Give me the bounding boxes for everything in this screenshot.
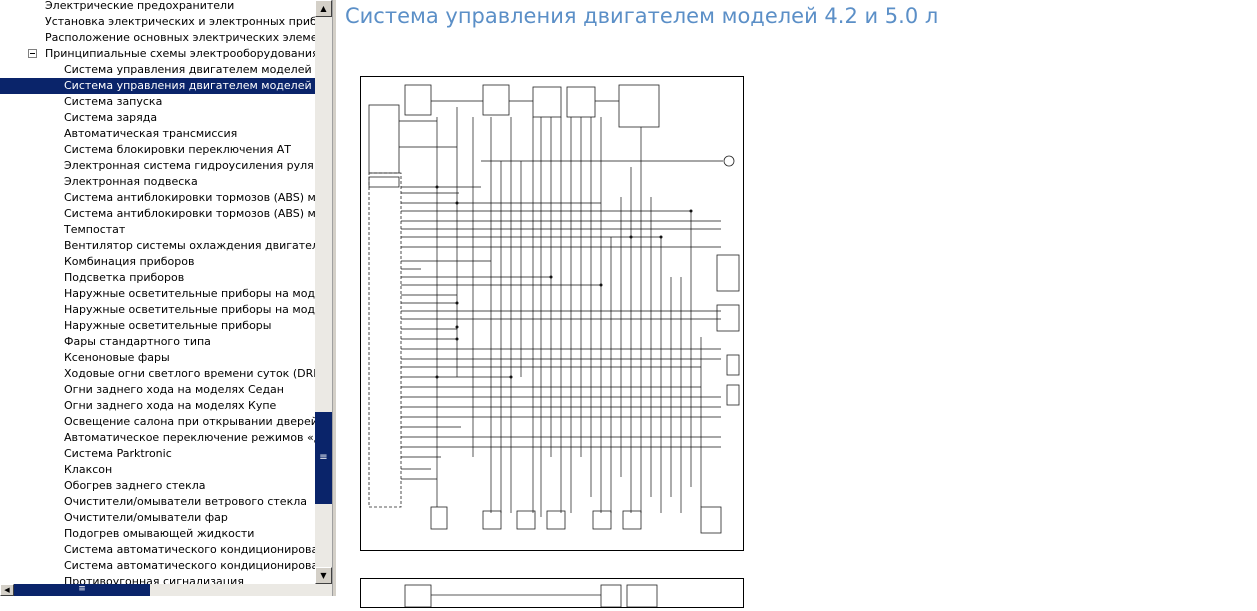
tree-item[interactable]: Очистители/омыватели фар	[0, 510, 315, 526]
tree-item[interactable]: Установка электрических и электронных пр…	[0, 14, 315, 30]
tree-item-label: Электрические предохранители	[45, 0, 235, 12]
tree-item[interactable]: Система заряда	[0, 110, 315, 126]
tree-item-label: Система антиблокировки тормозов (ABS) мо…	[64, 191, 315, 204]
scroll-down-button[interactable]: ▼	[315, 567, 332, 584]
tree-item[interactable]: Автоматическое переключение режимов «ден…	[0, 430, 315, 446]
tree-item-label: Клаксон	[64, 463, 113, 476]
tree-item[interactable]: Расположение основных электрических элем…	[0, 30, 315, 46]
tree-item[interactable]: Система Parktronic	[0, 446, 315, 462]
tree-item[interactable]: Очистители/омыватели ветрового стекла	[0, 494, 315, 510]
tree-item-label: Автоматическое переключение режимов «ден…	[64, 431, 315, 444]
tree-item[interactable]: Система автоматического кондиционировани…	[0, 542, 315, 558]
tree-item[interactable]: Освещение салона при открывании дверей	[0, 414, 315, 430]
tree-item[interactable]: Принципиальные схемы электрооборудования	[0, 46, 315, 62]
tree-item[interactable]: Ксеноновые фары	[0, 350, 315, 366]
tree-item-label: Принципиальные схемы электрооборудования	[45, 47, 315, 60]
pane-splitter[interactable]	[332, 0, 336, 596]
tree-item-label: Фары стандартного типа	[64, 335, 211, 348]
tree-item-label: Система блокировки переключения АТ	[64, 143, 292, 156]
tree-item-label: Система управления двигателем моделей 4.…	[64, 79, 315, 92]
wiring-diagram	[360, 76, 744, 551]
tree-item[interactable]: Электрические предохранители	[0, 0, 315, 14]
tree-item[interactable]: Темпостат	[0, 222, 315, 238]
tree-item-label: Вентилятор системы охлаждения двигателя	[64, 239, 315, 252]
tree-item[interactable]: Автоматическая трансмиссия	[0, 126, 315, 142]
tree-item-label: Ксеноновые фары	[64, 351, 170, 364]
tree-item-label: Подсветка приборов	[64, 271, 185, 284]
horizontal-scroll-thumb[interactable]: ≡	[14, 584, 150, 596]
tree-item-label: Противоугонная сигнализация	[64, 575, 244, 584]
tree-item-label: Очистители/омыватели ветрового стекла	[64, 495, 307, 508]
tree-item[interactable]: Комбинация приборов	[0, 254, 315, 270]
tree-item[interactable]: Наружные осветительные приборы	[0, 318, 315, 334]
tree-item[interactable]: Электронная подвеска	[0, 174, 315, 190]
tree-item-label: Ходовые огни светлого времени суток (DRL…	[64, 367, 315, 380]
tree-item[interactable]: Противоугонная сигнализация	[0, 574, 315, 584]
tree-item[interactable]: Ходовые огни светлого времени суток (DRL…	[0, 366, 315, 382]
tree-item-label: Система Parktronic	[64, 447, 172, 460]
tree-item-label: Система запуска	[64, 95, 163, 108]
tree-item-label: Темпостат	[64, 223, 126, 236]
tree-item[interactable]: Система блокировки переключения АТ	[0, 142, 315, 158]
tree-item-label: Расположение основных электрических элем…	[45, 31, 315, 44]
tree-item[interactable]: Система запуска	[0, 94, 315, 110]
tree-item-label: Система заряда	[64, 111, 158, 124]
tree-item-label: Электронная система гидроусиления руля	[64, 159, 314, 172]
collapse-toggle-icon[interactable]	[28, 49, 37, 58]
tree-item-label: Электронная подвеска	[64, 175, 198, 188]
tree-item[interactable]: Фары стандартного типа	[0, 334, 315, 350]
scroll-up-button[interactable]: ▲	[315, 0, 332, 17]
tree-item[interactable]: Система антиблокировки тормозов (ABS) мо…	[0, 206, 315, 222]
tree-item-label: Система антиблокировки тормозов (ABS) мо…	[64, 207, 315, 220]
wiring-diagram-next-drawing	[404, 584, 658, 608]
tree-horizontal-scrollbar[interactable]: ◀ ≡	[0, 584, 332, 596]
wiring-diagram-drawing	[368, 84, 740, 534]
tree-item-label: Огни заднего хода на моделях Купе	[64, 399, 277, 412]
tree-item[interactable]: Электронная система гидроусиления руля	[0, 158, 315, 174]
tree-item[interactable]: Система управления двигателем моделей 3.…	[0, 62, 315, 78]
scroll-thumb[interactable]: ≡	[315, 412, 332, 504]
tree-item-label: Наружные осветительные приборы на моделя…	[64, 303, 315, 316]
tree-item-label: Комбинация приборов	[64, 255, 195, 268]
tree-item-label: Подогрев омывающей жидкости	[64, 527, 255, 540]
tree-item[interactable]: Огни заднего хода на моделях Седан	[0, 382, 315, 398]
tree-item[interactable]: Обогрев заднего стекла	[0, 478, 315, 494]
tree-item[interactable]: Наружные осветительные приборы на моделя…	[0, 286, 315, 302]
tree-item-selected[interactable]: Система управления двигателем моделей 4.…	[0, 78, 315, 94]
tree-item-label: Установка электрических и электронных пр…	[45, 15, 315, 28]
tree-item-label: Система автоматического кондиционировани…	[64, 559, 315, 572]
wiring-diagram-next	[360, 578, 744, 608]
tree-item-label: Автоматическая трансмиссия	[64, 127, 238, 140]
tree-item-label: Наружные осветительные приборы	[64, 319, 272, 332]
tree-item[interactable]: Подсветка приборов	[0, 270, 315, 286]
tree-item-label: Система автоматического кондиционировани…	[64, 543, 315, 556]
page-title: Система управления двигателем моделей 4.…	[345, 4, 939, 28]
tree-item[interactable]: Огни заднего хода на моделях Купе	[0, 398, 315, 414]
tree-item[interactable]: Подогрев омывающей жидкости	[0, 526, 315, 542]
tree-item[interactable]: Система антиблокировки тормозов (ABS) мо…	[0, 190, 315, 206]
tree-vertical-scrollbar[interactable]: ▲ ≡ ▼	[315, 0, 332, 584]
tree-item-label: Очистители/омыватели фар	[64, 511, 228, 524]
tree-item-label: Огни заднего хода на моделях Седан	[64, 383, 284, 396]
tree-item-label: Обогрев заднего стекла	[64, 479, 206, 492]
tree-item-label: Освещение салона при открывании дверей	[64, 415, 315, 428]
tree-item[interactable]: Клаксон	[0, 462, 315, 478]
scroll-left-button[interactable]: ◀	[0, 584, 14, 596]
tree-item[interactable]: Система автоматического кондиционировани…	[0, 558, 315, 574]
tree-item[interactable]: Вентилятор системы охлаждения двигателя	[0, 238, 315, 254]
tree-item-label: Система управления двигателем моделей 3.…	[64, 63, 315, 76]
tree-item-label: Наружные осветительные приборы на моделя…	[64, 287, 315, 300]
tree-item[interactable]: Наружные осветительные приборы на моделя…	[0, 302, 315, 318]
